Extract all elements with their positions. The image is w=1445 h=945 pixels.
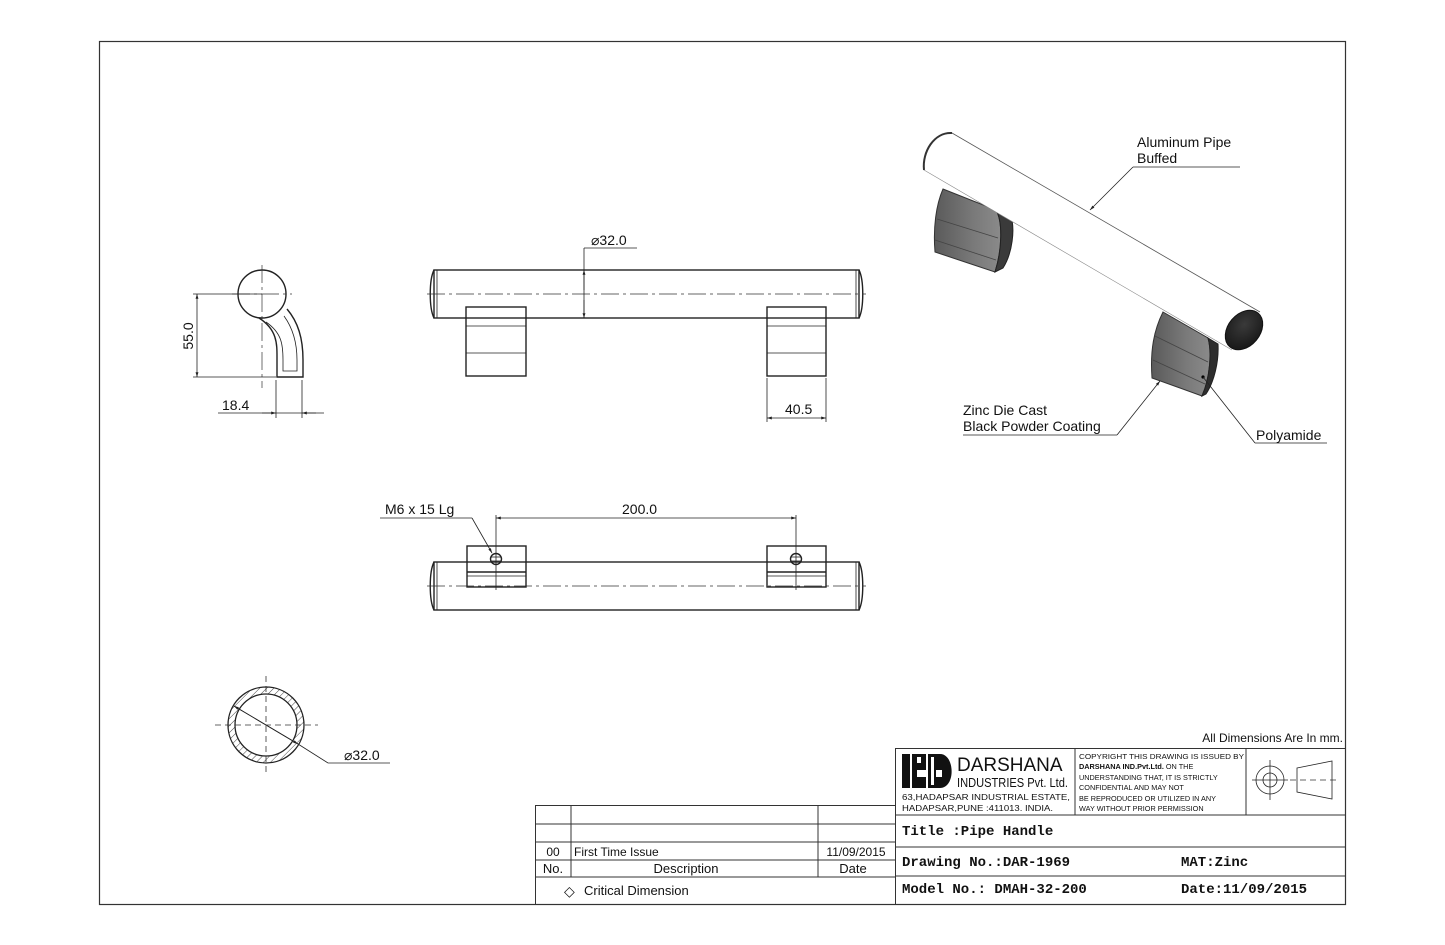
screw-hole-left — [489, 515, 503, 590]
copyright-notice: COPYRIGHT THIS DRAWING IS ISSUED BY DARS… — [1079, 752, 1244, 813]
section-diameter-dimension: ⌀32.0 — [344, 747, 380, 763]
callout-pipe-line2: Buffed — [1137, 150, 1177, 166]
front-diameter-dimension: ⌀32.0 — [591, 232, 627, 248]
center-distance-dimension: 200.0 — [622, 501, 657, 517]
iso-bracket-front — [1151, 311, 1219, 398]
revision-table: 00 First Time Issue 11/09/2015 No. Descr… — [535, 805, 896, 905]
side-height-dimension: 55.0 — [180, 322, 196, 349]
callout-polyamide: Polyamide — [1256, 427, 1322, 443]
model-number: Model No.: DMAH-32-200 — [902, 882, 1087, 898]
svg-text:COPYRIGHT THIS DRAWING IS ISSU: COPYRIGHT THIS DRAWING IS ISSUED BY — [1079, 752, 1244, 761]
section-view: ⌀32.0 — [215, 676, 390, 774]
title-block: All Dimensions Are In mm. DARSHANA INDUS… — [895, 731, 1346, 905]
company-address-line1: 63,HADAPSAR INDUSTRIAL ESTATE, — [902, 792, 1070, 802]
top-view: 200.0 M6 x 15 Lg — [380, 501, 866, 611]
side-width-dimension: 18.4 — [222, 397, 249, 413]
callout-pipe-line1: Aluminum Pipe — [1137, 134, 1231, 150]
svg-text:BE REPRODUCED OR UTILIZED IN A: BE REPRODUCED OR UTILIZED IN ANY — [1079, 794, 1216, 803]
svg-text:CONFIDENTIAL AND MAY NOT: CONFIDENTIAL AND MAY NOT — [1079, 783, 1184, 792]
iso-bracket-rear — [933, 188, 1014, 273]
svg-text:00: 00 — [546, 845, 560, 859]
critical-dimension-symbol: ◇ — [564, 883, 575, 899]
company-subtitle: INDUSTRIES Pvt. Ltd. — [957, 775, 1068, 790]
revision-header: No. Description Date — [543, 861, 867, 876]
svg-text:UNDERSTANDING THAT, IT IS STRI: UNDERSTANDING THAT, IT IS STRICTLY — [1079, 773, 1218, 782]
svg-text:Date: Date — [839, 861, 866, 876]
svg-text:Description: Description — [653, 861, 718, 876]
company-name: DARSHANA — [957, 755, 1063, 776]
drawing-date: Date:11/09/2015 — [1181, 882, 1307, 898]
iso-pipe — [922, 131, 1264, 351]
company-logo — [902, 754, 952, 788]
revision-row: 00 First Time Issue 11/09/2015 — [546, 845, 886, 859]
screw-hole-right — [789, 515, 803, 590]
side-view: 55.0 18.4 — [180, 265, 324, 418]
drawing-number: Drawing No.:DAR-1969 — [902, 855, 1070, 871]
bracket-width-dimension: 40.5 — [785, 401, 812, 417]
svg-text:11/09/2015: 11/09/2015 — [826, 845, 885, 859]
front-view: ⌀32.0 40.5 — [427, 232, 866, 422]
third-angle-projection-icon — [1252, 760, 1340, 800]
callout-bracket-line2: Black Powder Coating — [963, 418, 1101, 434]
isometric-view: Aluminum Pipe Buffed Zinc Die Cast Black… — [922, 131, 1327, 444]
units-note: All Dimensions Are In mm. — [1202, 731, 1343, 745]
screw-callout: M6 x 15 Lg — [385, 501, 454, 517]
critical-dimension-legend: Critical Dimension — [584, 883, 689, 898]
svg-text:WAY WITHOUT PRIOR PERMISSION: WAY WITHOUT PRIOR PERMISSION — [1079, 804, 1204, 813]
drawing-title: Title :Pipe Handle — [902, 824, 1053, 840]
svg-text:DARSHANA IND.Pvt.Ltd. ON THE: DARSHANA IND.Pvt.Ltd. ON THE — [1079, 762, 1193, 771]
svg-text:First Time Issue: First Time Issue — [574, 845, 659, 859]
material: MAT:Zinc — [1181, 855, 1248, 871]
company-address-line2: HADAPSAR,PUNE :411013. INDIA. — [902, 803, 1053, 813]
callout-bracket-line1: Zinc Die Cast — [963, 402, 1047, 418]
svg-text:No.: No. — [543, 861, 563, 876]
